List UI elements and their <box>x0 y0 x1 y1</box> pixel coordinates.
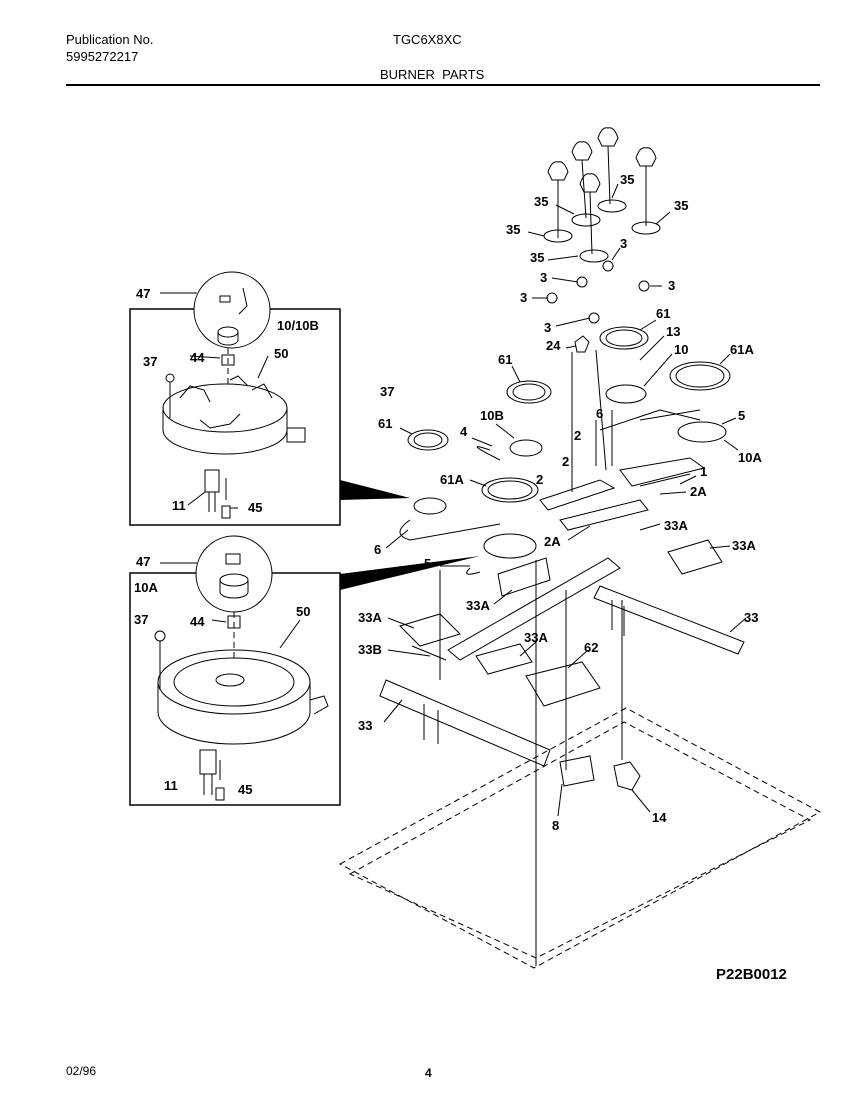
callout-61a: 61A <box>440 472 464 487</box>
callout-14: 14 <box>652 810 667 825</box>
callout-33b: 33B <box>358 642 382 657</box>
callout-6: 6 <box>374 542 381 557</box>
cooktop-pan <box>338 560 822 969</box>
callout-44-bottom: 44 <box>190 614 205 629</box>
callout-33a: 33A <box>358 610 382 625</box>
inset-pointer-bottom <box>340 556 480 590</box>
callout-35: 35 <box>534 194 548 209</box>
support-rails <box>379 499 745 791</box>
callout-37-bottom: 37 <box>134 612 148 627</box>
callout-33a: 33A <box>466 598 490 613</box>
callout-11-bottom: 11 <box>164 778 178 793</box>
callout-33a: 33A <box>732 538 756 553</box>
callout-47-bottom: 47 <box>136 554 150 569</box>
leader-lines <box>383 183 747 817</box>
callout-13: 13 <box>666 324 680 339</box>
callout-61: 61 <box>656 306 670 321</box>
callout-5: 5 <box>738 408 745 423</box>
footer-date: 02/96 <box>66 1064 97 1078</box>
callout-6: 6 <box>596 406 603 421</box>
callout-35: 35 <box>530 250 544 265</box>
control-knobs <box>543 127 661 324</box>
callout-8: 8 <box>552 818 559 833</box>
publication-number: 5995272217 <box>66 49 139 64</box>
callout-11-top: 11 <box>172 498 186 513</box>
section-title: BURNER PARTS <box>380 67 485 82</box>
callout-2a: 2A <box>544 534 561 549</box>
callout-2: 2 <box>562 454 569 469</box>
callout-3: 3 <box>520 290 527 305</box>
inset-title-10a: 10A <box>134 580 158 595</box>
burner-assembly <box>399 326 731 575</box>
callout-1: 1 <box>700 464 707 479</box>
callout-45-top: 45 <box>248 500 262 515</box>
callout-5: 5 <box>424 556 431 571</box>
callout-33a: 33A <box>664 518 688 533</box>
callout-2: 2 <box>574 428 581 443</box>
callout-61a: 61A <box>730 342 754 357</box>
callout-33: 33 <box>358 718 372 733</box>
callout-3: 3 <box>544 320 551 335</box>
callout-35: 35 <box>506 222 520 237</box>
callout-10b: 10B <box>480 408 504 423</box>
callout-35: 35 <box>620 172 634 187</box>
inset-10a <box>129 535 341 806</box>
callout-45-bottom: 45 <box>238 782 252 797</box>
callout-labels: 47 10/10B 37 44 50 11 45 47 10A 37 44 50… <box>134 172 762 833</box>
callout-10: 10 <box>674 342 688 357</box>
callout-4: 4 <box>460 424 468 439</box>
callout-44-top: 44 <box>190 350 205 365</box>
callout-10a: 10A <box>738 450 762 465</box>
callout-62: 62 <box>584 640 598 655</box>
callout-2a: 2A <box>690 484 707 499</box>
page-number: 4 <box>425 1066 432 1080</box>
callout-35: 35 <box>674 198 688 213</box>
callout-2: 2 <box>536 472 543 487</box>
callout-50-bottom: 50 <box>296 604 310 619</box>
callout-3: 3 <box>668 278 675 293</box>
callout-61: 61 <box>498 352 512 367</box>
publication-label: Publication No. <box>66 32 154 47</box>
inset-pointer-top <box>340 480 410 500</box>
callout-61: 61 <box>378 416 392 431</box>
diagram-code: P22B0012 <box>716 966 787 983</box>
inset-10-10b <box>129 271 341 526</box>
header-rule <box>66 84 820 86</box>
model-number: TGC6X8XC <box>393 32 462 47</box>
callout-3: 3 <box>620 236 627 251</box>
callout-50-top: 50 <box>274 346 288 361</box>
callout-37: 37 <box>380 384 394 399</box>
callout-3: 3 <box>540 270 547 285</box>
inset-title-10-10b: 10/10B <box>277 318 319 333</box>
callout-33: 33 <box>744 610 758 625</box>
callout-47-top: 47 <box>136 286 150 301</box>
callout-37-top: 37 <box>143 354 157 369</box>
callout-33a: 33A <box>524 630 548 645</box>
callout-24: 24 <box>546 338 561 353</box>
